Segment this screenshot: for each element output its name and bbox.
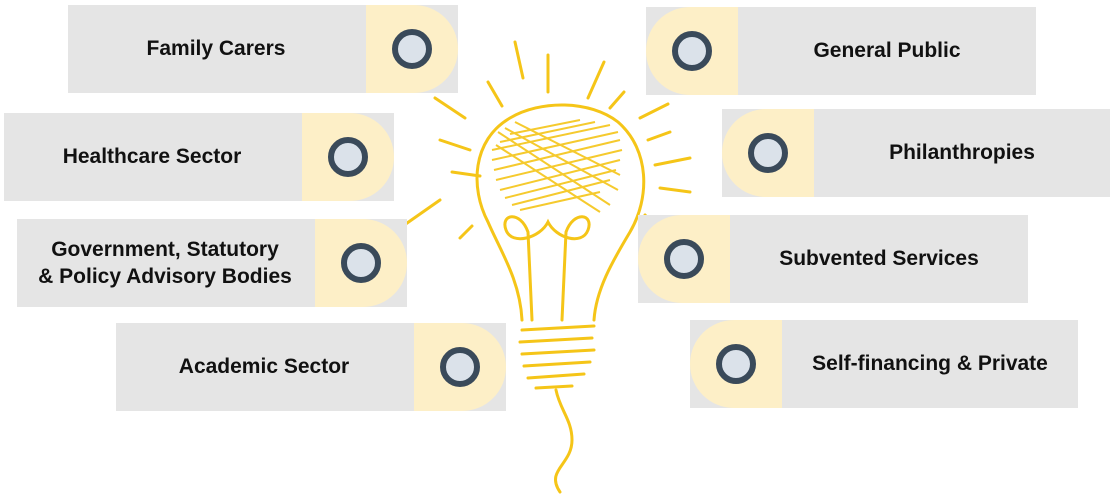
stakeholder-tab [302, 113, 394, 201]
stakeholder-label: Government, Statutory & Policy Advisory … [17, 219, 313, 307]
stakeholder-academic-sector: Academic Sector [116, 323, 506, 411]
ring-icon [716, 344, 756, 384]
stakeholder-label: Family Carers [68, 5, 364, 93]
stakeholder-subvented-services: Subvented Services [638, 215, 1028, 303]
stakeholder-tab [646, 7, 738, 95]
ring-icon [672, 31, 712, 71]
stakeholder-general-public: General Public [646, 7, 1036, 95]
ring-icon [748, 133, 788, 173]
stakeholder-family-carers: Family Carers [68, 5, 458, 93]
ring-icon [328, 137, 368, 177]
stakeholder-tab [414, 323, 506, 411]
stakeholder-label: Subvented Services [730, 215, 1028, 303]
ring-icon [392, 29, 432, 69]
ring-icon [440, 347, 480, 387]
stakeholder-tab [366, 5, 458, 93]
stakeholder-tab [638, 215, 730, 303]
stakeholder-philanthropies: Philanthropies [722, 109, 1110, 197]
stakeholder-label: Philanthropies [814, 109, 1110, 197]
stakeholder-tab [315, 219, 407, 307]
stakeholder-tab [722, 109, 814, 197]
stakeholder-tab [690, 320, 782, 408]
stakeholder-label: General Public [738, 7, 1036, 95]
stakeholder-label: Self-financing & Private [782, 320, 1078, 408]
stakeholder-label: Academic Sector [116, 323, 412, 411]
stakeholder-healthcare-sector: Healthcare Sector [4, 113, 394, 201]
stakeholder-government-bodies: Government, Statutory & Policy Advisory … [17, 219, 407, 307]
ring-icon [341, 243, 381, 283]
ring-icon [664, 239, 704, 279]
stakeholder-label: Healthcare Sector [4, 113, 300, 201]
stakeholder-self-financing-private: Self-financing & Private [690, 320, 1078, 408]
